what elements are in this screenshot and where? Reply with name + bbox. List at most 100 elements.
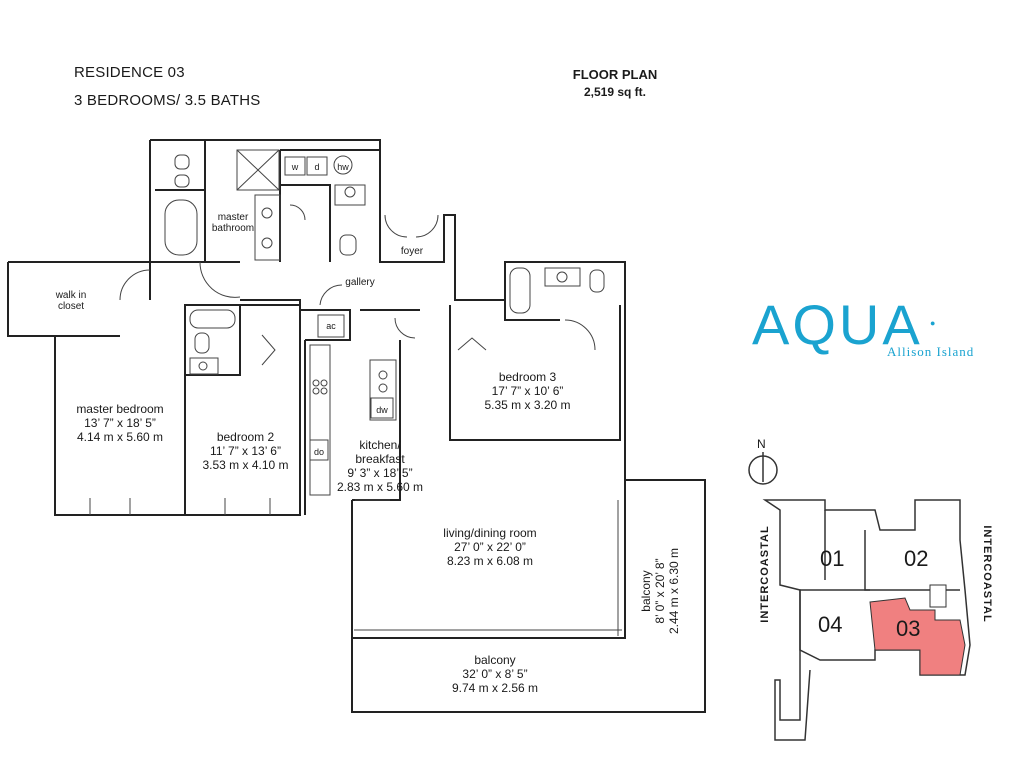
balcony-bottom-imperial: 32’ 0” x 8’ 5” — [462, 667, 528, 681]
master-vanity — [254, 194, 281, 261]
door-closet — [119, 269, 151, 301]
balcony-bottom-metric: 9.74 m x 2.56 m — [451, 681, 539, 695]
room-closet-line1: walk in — [55, 290, 87, 301]
keyplan-unit-04: 04 — [818, 612, 843, 637]
ac-label: ac — [326, 321, 336, 331]
master-bedroom-imperial: 13’ 7” x 18’ 5” — [84, 416, 156, 430]
oven-label: do — [313, 447, 324, 457]
washer-label: w — [291, 162, 299, 172]
keyplan-right-label: INTERCOASTAL — [981, 525, 993, 623]
side-balcony — [351, 479, 706, 713]
dryer-box — [306, 156, 328, 176]
door-master — [199, 261, 241, 298]
room-bedroom-3: bedroom 3 17’ 7” x 10’ 6” 5.35 m x 3.20 … — [470, 370, 585, 412]
pdr-toilet — [339, 234, 357, 256]
washer-box — [284, 156, 306, 176]
dryer-label: d — [314, 162, 320, 172]
room-gallery: gallery — [345, 277, 375, 288]
room-master-bedroom: master bedroom 13’ 7” x 18’ 5” 4.14 m x … — [55, 402, 185, 444]
living-name: living/dining room — [443, 526, 537, 540]
bedroom2-metric: 3.53 m x 4.10 m — [202, 458, 289, 472]
living-imperial: 27’ 0” x 22’ 0” — [454, 540, 526, 554]
room-living-dining: living/dining room 27’ 0” x 22’ 0” 8.23 … — [420, 526, 560, 568]
brand-registered-mark: ● — [930, 318, 936, 328]
bedroom3-metric: 5.35 m x 3.20 m — [484, 398, 571, 412]
door-laundry — [289, 204, 306, 221]
balcony-bottom-name: balcony — [474, 653, 516, 667]
keyplan-north: N — [757, 437, 766, 451]
kitchen-name2: breakfast — [355, 452, 405, 466]
bedroom2-name: bedroom 2 — [216, 430, 275, 444]
kitchen-imperial: 9’ 3” x 18’ 5” — [347, 466, 413, 480]
bed2-wall — [184, 304, 301, 516]
door-gallery — [319, 284, 343, 306]
pdr-sink — [334, 184, 366, 206]
laundry-wall — [280, 149, 380, 262]
room-closet-line2: closet — [57, 301, 85, 312]
water-heater-label: hw — [337, 162, 349, 172]
door-bed3-closet — [457, 337, 487, 351]
room-balcony-bottom: balcony 32’ 0” x 8’ 5” 9.74 m x 2.56 m — [430, 653, 560, 695]
toilet-master — [174, 154, 190, 170]
bedroom3-name: bedroom 3 — [498, 370, 557, 384]
dishwasher-label: dw — [376, 405, 388, 415]
master-bedroom-name: master bedroom — [76, 402, 164, 416]
floor-plan-title: FLOOR PLAN — [572, 67, 658, 82]
bath2-wall — [185, 304, 241, 376]
door-ac — [394, 317, 416, 339]
room-master-bathroom-line2: bathroom — [211, 223, 255, 234]
bedroom2-imperial: 11’ 7” x 13’ 6” — [210, 444, 281, 458]
kitchen-metric: 2.83 m x 5.60 m — [336, 480, 424, 494]
room-walk-in-closet: walk in closet — [45, 290, 97, 312]
keyplan-unit-03: 03 — [896, 616, 921, 641]
bath3-wall — [504, 262, 560, 321]
room-kitchen: kitchen/ breakfast 9’ 3” x 18’ 5” 2.83 m… — [325, 438, 435, 494]
oven-box — [309, 439, 329, 461]
gallery-wall — [300, 309, 420, 341]
keyplan-unit-02: 02 — [904, 546, 929, 571]
residence-title: RESIDENCE 03 — [74, 64, 185, 81]
toilet-bed3 — [589, 269, 605, 293]
key-plan — [748, 452, 971, 741]
bedroom3-imperial: 17’ 7” x 10’ 6” — [491, 384, 564, 398]
closet-wall — [8, 140, 151, 263]
living-wall — [351, 500, 626, 639]
tub-bed3 — [509, 267, 531, 314]
balcony-side-metric: 2.44 m x 6.30 m — [667, 547, 681, 635]
room-balcony-side: balcony 8’ 0” x 20’ 8” 2.44 m x 6.30 m — [639, 526, 681, 656]
master-bed-wall — [54, 335, 185, 516]
room-master-bathroom: master bathroom — [208, 212, 258, 234]
brand-location: Allison Island — [887, 344, 975, 359]
outer-wall — [150, 139, 626, 500]
kitchen-counter-top — [309, 344, 331, 496]
brand-logo: AQUA — [752, 293, 923, 356]
room-foyer: foyer — [400, 246, 424, 257]
unit-03-highlight — [869, 597, 966, 676]
bidet — [174, 174, 190, 188]
master-tub — [164, 199, 198, 256]
door-bath3 — [564, 319, 596, 351]
master-bedroom-metric: 4.14 m x 5.60 m — [76, 430, 164, 444]
room-master-bathroom-line1: master — [217, 212, 249, 223]
living-metric: 8.23 m x 6.08 m — [446, 554, 534, 568]
room-bedroom-2: bedroom 2 11’ 7” x 13’ 6” 3.53 m x 4.10 … — [188, 430, 303, 472]
sink-bed3 — [544, 267, 581, 287]
door-foyer-l — [384, 214, 408, 238]
bed3-wall — [449, 305, 621, 441]
residence-config: 3 BEDROOMS/ 3.5 BATHS — [74, 92, 261, 109]
toilet-bed2 — [194, 332, 210, 354]
dw-box — [370, 397, 394, 419]
door-foyer-r — [415, 214, 439, 238]
floor-plan-area: 2,519 sq ft. — [583, 85, 647, 99]
tub-bed2 — [189, 309, 236, 329]
closet-box — [7, 262, 151, 337]
keyplan-unit-01: 01 — [820, 546, 845, 571]
door-bed2-closet — [261, 334, 276, 366]
kitchen-counter-island — [369, 359, 397, 421]
balcony-side-imperial: 8’ 0” x 20’ 8” — [653, 558, 667, 624]
keyplan-left-label: INTERCOASTAL — [759, 525, 771, 623]
sink-bed2 — [189, 357, 219, 375]
kitchen-name1: kitchen/ — [359, 438, 401, 452]
shower — [236, 149, 280, 191]
